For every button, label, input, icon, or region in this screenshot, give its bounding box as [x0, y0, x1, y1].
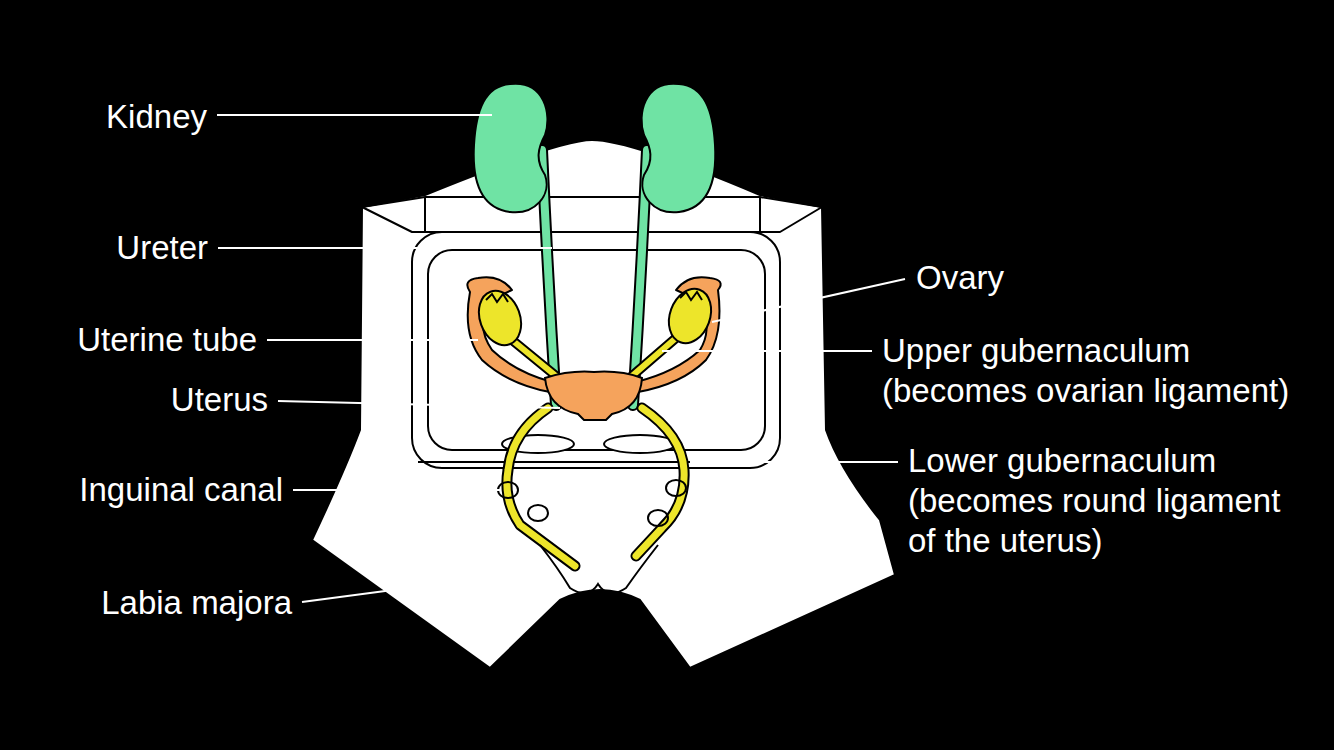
part-label: Labia majora — [101, 583, 292, 623]
lower-gubernaculum — [507, 408, 684, 566]
part-label: Kidney — [106, 97, 207, 137]
ovaries — [472, 283, 719, 351]
kidneys — [474, 84, 716, 213]
upper-gubernaculum — [512, 338, 676, 376]
part-label: Ureter — [116, 228, 208, 268]
inguinal-rings — [498, 480, 686, 526]
leader-lines — [217, 115, 905, 602]
labia-outline — [540, 545, 658, 593]
part-label: Ovary — [916, 258, 1004, 298]
ureters — [542, 150, 647, 405]
part-label: Lower gubernaculum (becomes round ligame… — [908, 441, 1298, 561]
part-label: Inguinal canal — [79, 470, 283, 510]
part-label: Uterus — [171, 380, 268, 420]
part-label: Upper gubernaculum (becomes ovarian liga… — [882, 331, 1312, 411]
part-label: Uterine tube — [77, 320, 257, 360]
uterus — [545, 372, 642, 420]
